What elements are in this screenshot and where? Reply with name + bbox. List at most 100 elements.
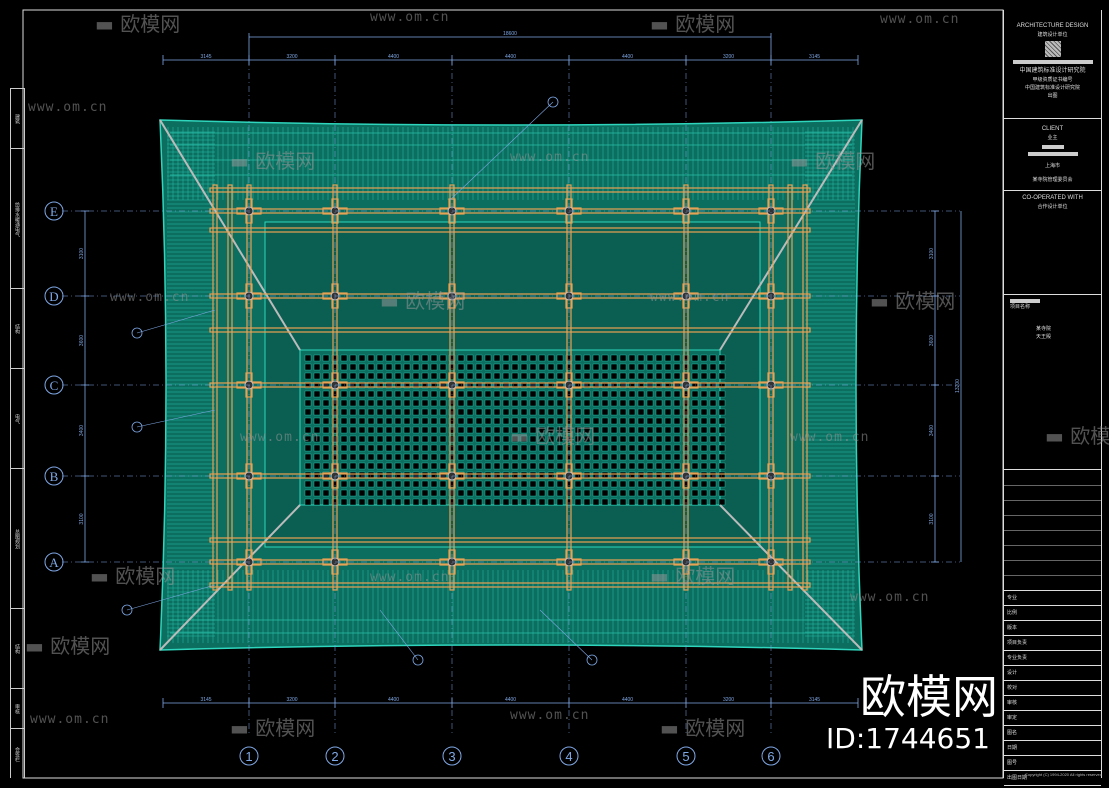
coffer [367,480,375,488]
coffer [376,426,384,434]
coffer [574,408,582,416]
coffer [637,363,645,371]
coffer [529,471,537,479]
coffer [529,462,537,470]
coffer [637,498,645,506]
coffer [547,498,555,506]
coffer [349,489,357,497]
coffer [646,480,654,488]
coffer [385,498,393,506]
coffer [439,462,447,470]
coffer [349,426,357,434]
column-axis-label: 5 [682,749,689,764]
coffer [394,426,402,434]
coffer [592,408,600,416]
coffer [583,417,591,425]
detail-callout [131,327,143,339]
coffer [547,363,555,371]
cooperated: 合作设计单位 [1037,204,1068,210]
coffer [457,489,465,497]
coffer [718,489,726,497]
coffer [475,363,483,371]
coffer [439,435,447,443]
coffer [574,372,582,380]
redacted-bar [1027,152,1078,156]
coffer [358,372,366,380]
coffer [403,417,411,425]
coffer [592,426,600,434]
coffer [511,390,519,398]
coffer [529,453,537,461]
coffer [430,372,438,380]
coffer [646,417,654,425]
strip-label: 给排水暖通电气 [11,148,24,289]
coffer [556,417,564,425]
coffer [547,417,555,425]
coffer [313,390,321,398]
coffer [529,408,537,416]
coffer [394,489,402,497]
coffer [664,489,672,497]
coffer [376,363,384,371]
row-axis-label: A [49,555,59,570]
coffer [520,426,528,434]
coffer [430,426,438,434]
coffer [475,444,483,452]
coffer [439,399,447,407]
coffer [322,462,330,470]
column-axis-label: 6 [767,749,774,764]
coffer [475,462,483,470]
coffer [619,417,627,425]
grid-line [1004,545,1101,546]
coffer [538,363,546,371]
coffer [367,363,375,371]
watermark-url: www.om.cn [240,430,320,445]
coffer [592,462,600,470]
coffer [385,363,393,371]
coffer [691,390,699,398]
coffer [340,372,348,380]
coffer [376,417,384,425]
coffer [412,399,420,407]
coffer [529,480,537,488]
coffer [430,489,438,497]
coffer [376,444,384,452]
coffer [700,480,708,488]
coffer [403,444,411,452]
coffer [520,354,528,362]
coffer [655,471,663,479]
grid-line [1004,485,1101,486]
coffer [349,453,357,461]
coffer [655,408,663,416]
coffer [520,471,528,479]
coffer [394,363,402,371]
coffer [511,408,519,416]
coffer [313,426,321,434]
coffer [403,408,411,416]
coffer [520,453,528,461]
coffer [493,399,501,407]
coffer [484,435,492,443]
coffer [322,408,330,416]
coffer [376,471,384,479]
coffer [511,426,519,434]
coffer [574,489,582,497]
watermark-brand-large: 欧模网 [860,670,998,724]
coffer [520,480,528,488]
coffer [538,489,546,497]
coffer [457,390,465,398]
coffer [367,408,375,416]
title-block-row: 图号 [1004,756,1101,771]
coffer [628,462,636,470]
client-city: 上海市 [1044,163,1060,169]
dimension-text: 4400 [622,54,633,60]
coffer [466,354,474,362]
leader-line [126,584,216,611]
column-axis-bubble [761,746,781,766]
coffer [502,399,510,407]
coffer [610,462,618,470]
coffer [457,363,465,371]
coffer [538,480,546,488]
coffer [475,372,483,380]
watermark-url: www.om.cn [110,290,190,305]
